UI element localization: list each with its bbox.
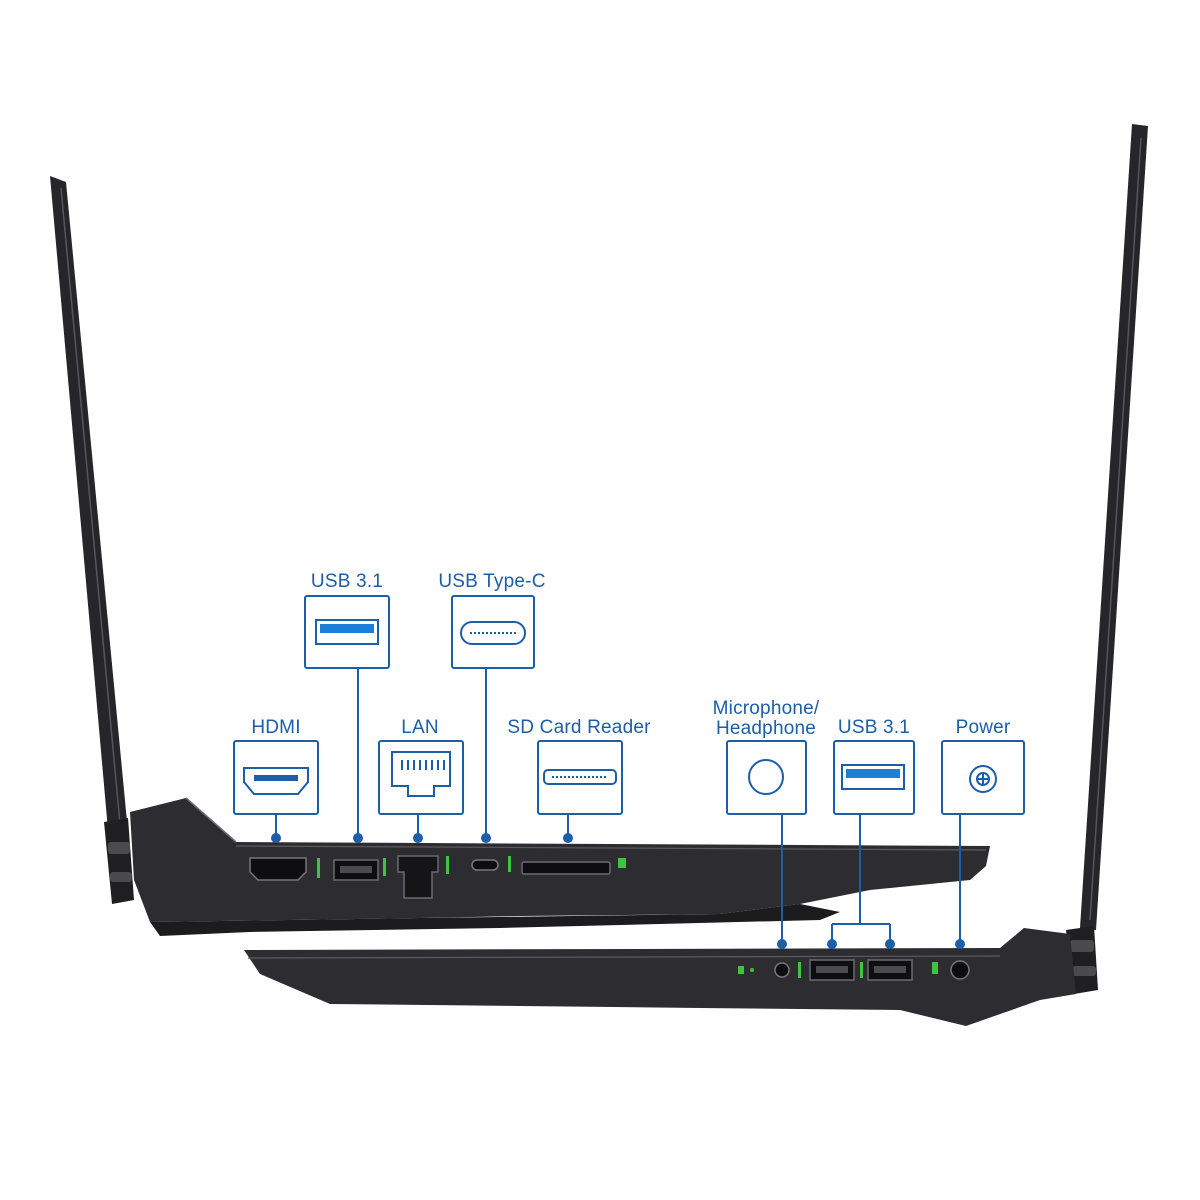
- audio-label-line1: Microphone/: [712, 698, 820, 719]
- usb-c-label: USB Type-C: [438, 571, 546, 592]
- ethernet-icon: [391, 751, 451, 797]
- usb-right-box: [833, 740, 915, 815]
- usb-c-box: [451, 595, 535, 669]
- power-label: Power: [955, 717, 1011, 738]
- hdmi-box: [233, 740, 319, 815]
- power-jack: [950, 960, 970, 980]
- power-box: [941, 740, 1025, 815]
- right-laptop-base: [244, 928, 1076, 1026]
- left-laptop-base: [130, 798, 990, 922]
- usb-left-label: USB 3.1: [310, 571, 384, 592]
- sd-card-label: SD Card Reader: [507, 717, 651, 738]
- lan-box: [378, 740, 464, 815]
- hdmi-port: [249, 857, 307, 881]
- audio-jack-icon: [748, 759, 784, 795]
- usb-left-box: [304, 595, 390, 669]
- hdmi-label: HDMI: [251, 717, 301, 738]
- left-laptop-hinge: [104, 818, 134, 904]
- sd-card-slot: [521, 861, 611, 875]
- lan-port: [397, 855, 439, 899]
- left-laptop-lid: [50, 176, 128, 832]
- connector-lines: [271, 668, 965, 949]
- audio-label: Microphone/ Headphone: [713, 699, 820, 739]
- usb-c-port: [471, 859, 499, 871]
- usb-c-icon: [460, 621, 526, 645]
- audio-box: [726, 740, 807, 815]
- audio-label-line2: Headphone: [715, 718, 817, 739]
- audio-jack: [774, 962, 790, 978]
- left-laptop: [50, 176, 990, 936]
- right-laptop: [244, 124, 1148, 1026]
- sd-box: [537, 740, 623, 815]
- lan-label: LAN: [401, 717, 439, 738]
- usb-right-label: USB 3.1: [837, 717, 911, 738]
- right-laptop-lid: [1080, 124, 1148, 930]
